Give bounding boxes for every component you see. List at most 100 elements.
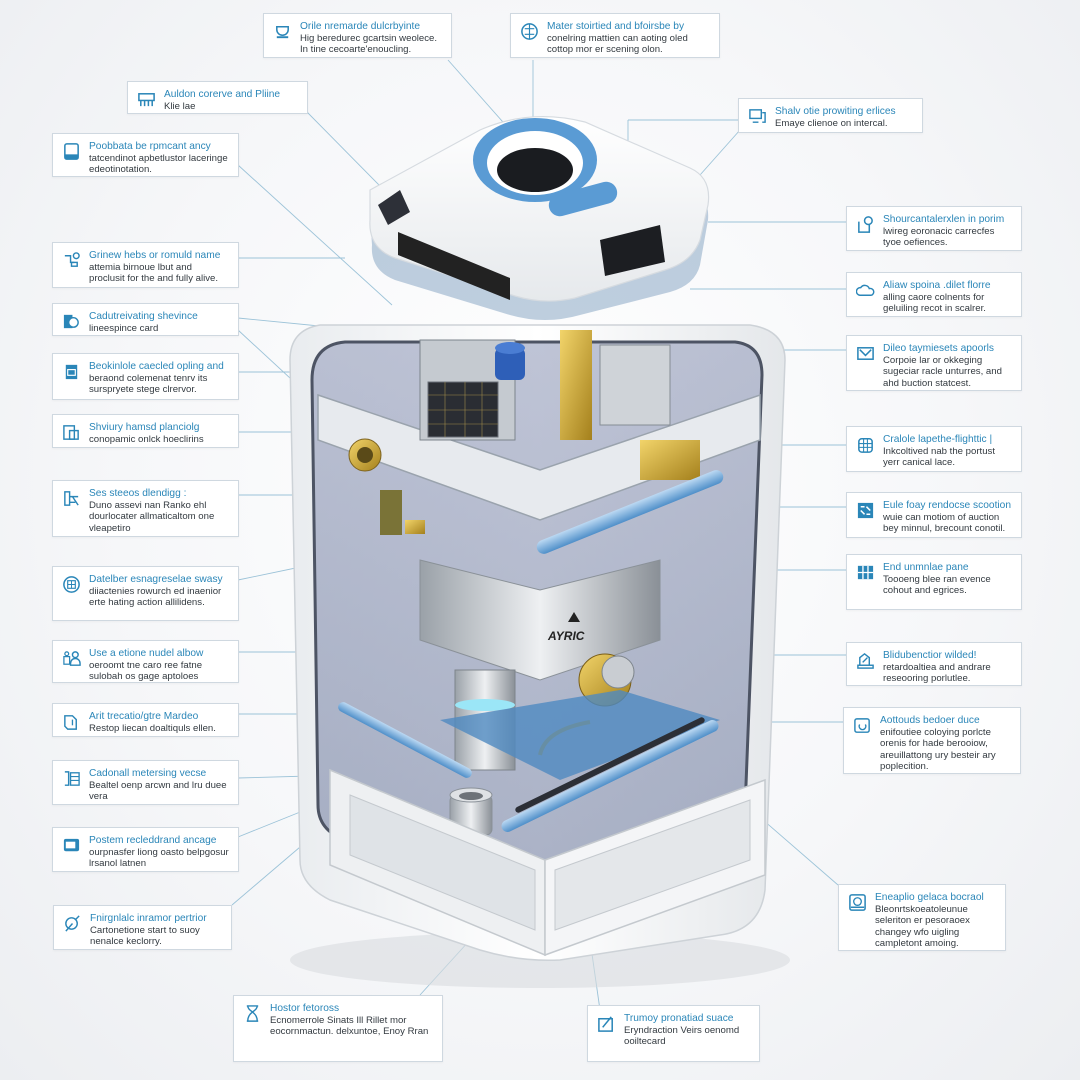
connector-icon	[62, 251, 81, 270]
callout-c26: Hostor fetoross Ecnomerrole Sinats Ill R…	[233, 995, 443, 1062]
callout-title: Fnirgnlalc inramor pertrior	[90, 913, 207, 924]
callout-c12: Shviury hamsd planciolg conopamic onlck …	[52, 414, 239, 448]
callout-body: beraond colemenat tenrv its surspryete s…	[89, 373, 208, 396]
callout-body: Ecnomerrole Sinats Ill Rillet mor eocorn…	[270, 1015, 429, 1038]
callout-title: Trumoy pronatiad suace	[624, 1013, 734, 1024]
display-icon	[62, 836, 81, 855]
callout-c10: Dileo taymiesets apoorls Corpoie lar or …	[846, 335, 1022, 391]
callout-body: Eryndraction Veirs oenomd ooiltecard	[624, 1025, 740, 1048]
callout-body: Bealtel oenp arcwn and lru duee vera	[89, 780, 227, 803]
callout-body: lineespince card	[89, 323, 159, 334]
tablet-icon	[62, 142, 81, 161]
callout-body: Duno assevi nan Ranko ehl dourlocater al…	[89, 500, 215, 534]
callout-c5: Shalv otie prowiting erlices Emaye clien…	[738, 98, 923, 133]
callout-body: oeroomt tne caro ree fatne sulobah os ga…	[89, 660, 203, 683]
callout-title: Dileo taymiesets apoorls	[883, 343, 994, 354]
callout-c24: Eneaplio gelaca bocraol Bleonrtskoeatole…	[838, 884, 1006, 951]
callout-title: Hostor fetoross	[270, 1003, 340, 1014]
callout-title: Cadonall metersing vecse	[89, 768, 207, 779]
phone-icon	[62, 712, 81, 731]
callout-body: Toooeng blee ran evence cohout and egric…	[883, 574, 991, 597]
callout-body: Emaye clienoe on intercal.	[775, 118, 888, 129]
callout-title: Eule foay rendocse scootion	[883, 500, 1011, 511]
callout-title: End unmnlae pane	[883, 562, 969, 573]
callout-title: Poobbata be rpmcant ancy	[89, 141, 211, 152]
callout-body: lwireg eoronacic carrecfes tyoe oefience…	[883, 226, 995, 249]
callout-title: Shviury hamsd planciolg	[89, 422, 200, 433]
callout-c6: Shourcantalerxlen in porim lwireg eorona…	[846, 206, 1022, 251]
callout-c23: Postem recleddrand ancage ourpnasfer lio…	[52, 827, 239, 872]
callout-c9: Cadutreivating shevince lineespince card	[52, 303, 239, 336]
callout-body: retardoaltiea and andrare reseooring por…	[883, 662, 991, 685]
callout-title: Arit trecatio/gtre Mardeo	[89, 711, 199, 722]
tiles-icon	[856, 501, 875, 520]
callout-c3: Auldon corerve and Pliine Klie lae	[127, 81, 308, 114]
callout-c15: Eule foay rendocse scootion wuie can mot…	[846, 492, 1022, 538]
hourglass-icon	[243, 1004, 262, 1023]
document-split-icon	[62, 423, 81, 442]
globe-icon	[520, 22, 539, 41]
callout-c4: Poobbata be rpmcant ancy tatcendinot apb…	[52, 133, 239, 177]
image-frame-icon	[856, 344, 875, 363]
callout-body: conopamic onlck hoeclirins	[89, 434, 204, 445]
callout-title: Datelber esnagreselae swasy	[89, 574, 223, 585]
card-icon	[62, 312, 81, 331]
callout-body: Klie lae	[164, 101, 196, 112]
callout-title: Auldon corerve and Pliine	[164, 89, 281, 100]
callout-title: Beokinlole caecled opling and	[89, 361, 224, 372]
grid-icon	[856, 563, 875, 582]
callout-title: Orile nremarde dulcrbyinte	[300, 21, 421, 32]
callout-title: Cralole lapethe-flighttic |	[883, 434, 993, 445]
top-lid	[369, 115, 710, 320]
callout-title: Mater stoirtied and bfoirsbe by	[547, 21, 685, 32]
pen-circle-icon	[63, 914, 82, 933]
server-icon	[62, 575, 81, 594]
callout-body: conelring mattien can aoting oled cottop…	[547, 33, 688, 56]
callout-title: Blidubenctior wilded!	[883, 650, 977, 661]
callout-body: Bleonrtskoeatoleunue seleriton er pesora…	[875, 904, 970, 950]
callout-title: Shalv otie prowiting erlices	[775, 106, 896, 117]
callout-body: Corpoie lar or okkeging sugeciar racle u…	[883, 355, 1002, 389]
building-icon	[856, 435, 875, 454]
callout-body: diiactenies rowurch ed inaenior erte hat…	[89, 586, 222, 609]
internal-mechanism	[348, 330, 700, 535]
disc-drive-icon	[848, 893, 867, 912]
callout-c18: Use a etione nudel albow oeroomt tne car…	[52, 640, 239, 683]
callout-title: Eneaplio gelaca bocraol	[875, 892, 984, 903]
callout-c19: Blidubenctior wilded! retardoaltiea and …	[846, 642, 1022, 686]
callout-body: tatcendinot apbetlustor laceringe edeoti…	[89, 153, 228, 176]
callout-body: enifoutiee coloying porlcte orenis for h…	[880, 727, 996, 773]
callout-title: Aottouds bedoer duce	[880, 715, 980, 726]
callout-title: Ses steeos dlendigg :	[89, 488, 187, 499]
callout-body: Restop liecan doaltiquls ellen.	[89, 723, 216, 734]
tools-icon	[62, 489, 81, 508]
callout-c2: Mater stoirtied and bfoirsbe by conelrin…	[510, 13, 720, 58]
callout-title: Cadutreivating shevince	[89, 311, 198, 322]
callout-c17: Datelber esnagreselae swasy diiactenies …	[52, 566, 239, 621]
callout-c27: Trumoy pronatiad suace Eryndraction Veir…	[587, 1005, 760, 1062]
callout-title: Shourcantalerxlen in porim	[883, 214, 1005, 225]
bin-icon	[62, 362, 81, 381]
callout-body: ourpnasfer liong oasto belpgosur lrsanol…	[89, 847, 229, 870]
cloud-icon	[856, 281, 875, 300]
callout-c13: Cralole lapethe-flighttic | Inkcoltived …	[846, 426, 1022, 472]
callout-c21: Aottouds bedoer duce enifoutiee coloying…	[843, 707, 1021, 774]
callout-body: Cartonetione start to suoy nenalce keclo…	[90, 925, 200, 948]
callout-c1: Orile nremarde dulcrbyinte Hig beredurec…	[263, 13, 452, 58]
device-badge: AYRIC	[547, 629, 585, 643]
callout-c22: Cadonall metersing vecse Bealtel oenp ar…	[52, 760, 239, 805]
callout-body: Hig beredurec gcartsin weolece. In tine …	[300, 33, 438, 56]
users-icon	[62, 649, 81, 668]
callout-body: Inkcoltived nab the portust yerr canical…	[883, 446, 995, 469]
cup-icon	[273, 22, 292, 41]
callout-body: wuie can motiom of auction bey minnul, b…	[883, 512, 1006, 535]
callout-c20: Arit trecatio/gtre Mardeo Restop liecan …	[52, 703, 239, 737]
pencil-frame-icon	[597, 1014, 616, 1033]
callout-c11: Beokinlole caecled opling and beraond co…	[52, 353, 239, 400]
callout-title: Postem recleddrand ancage	[89, 835, 217, 846]
callout-title: Use a etione nudel albow	[89, 648, 204, 659]
callout-body: attemia birnoue lbut and proclusit for t…	[89, 262, 219, 285]
callout-title: Aliaw spoina .dilet florre	[883, 280, 991, 291]
callout-body: alling caore colnents for geluiling reco…	[883, 292, 986, 315]
